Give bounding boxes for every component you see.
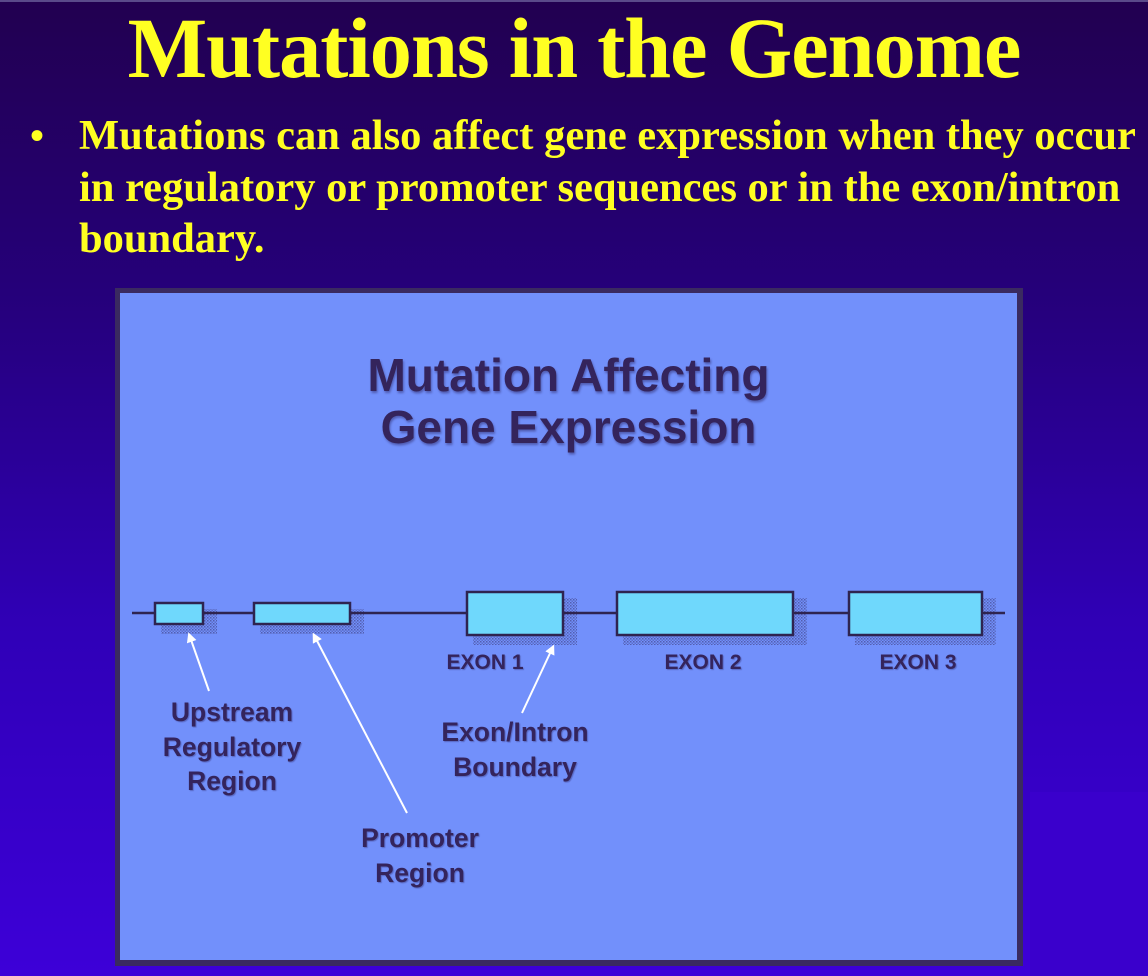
diagram-title: Mutation Affecting Gene Expression xyxy=(120,349,1017,453)
label-line: Exon/Intron xyxy=(441,717,589,747)
exon-2-label: EXON 2 xyxy=(664,651,742,674)
slide-top-edge xyxy=(0,0,1148,2)
exon-1-label: EXON 1 xyxy=(446,651,524,674)
label-line: Region xyxy=(187,766,277,796)
bullet-text: Mutations can also affect gene expressio… xyxy=(79,112,1136,262)
promoter-box xyxy=(252,601,352,626)
gene-diagram xyxy=(132,590,1005,814)
upstream-regulatory-region-label: Upstream Regulatory Region xyxy=(132,695,332,799)
diagram-panel: Mutation Affecting Gene Expression EXON … xyxy=(115,288,1023,966)
exon-1 xyxy=(465,590,565,637)
diagram-title-line-1: Mutation Affecting xyxy=(367,349,770,401)
diagram-title-line-2: Gene Expression xyxy=(380,401,757,453)
exon-2 xyxy=(615,590,795,637)
promoter-box-arrow xyxy=(312,632,408,814)
bullet-marker: • xyxy=(30,113,45,158)
label-line: Region xyxy=(375,857,465,888)
background-corner-block xyxy=(1030,792,1148,976)
exon-3 xyxy=(847,590,984,637)
exon-3-label: EXON 3 xyxy=(879,651,957,674)
label-line: Promoter xyxy=(361,823,479,853)
upstream-regulatory-box xyxy=(153,601,205,626)
upstream-regulatory-box-arrow xyxy=(186,632,210,692)
exon-1-arrow xyxy=(521,644,555,714)
exon-intron-boundary-label: Exon/Intron Boundary xyxy=(420,715,610,784)
label-line: Regulatory xyxy=(162,731,302,762)
promoter-region-label: Promoter Region xyxy=(325,821,515,890)
label-line: Boundary xyxy=(453,751,577,782)
label-line: Upstream xyxy=(170,697,294,727)
slide-title: Mutations in the Genome xyxy=(127,0,1022,96)
